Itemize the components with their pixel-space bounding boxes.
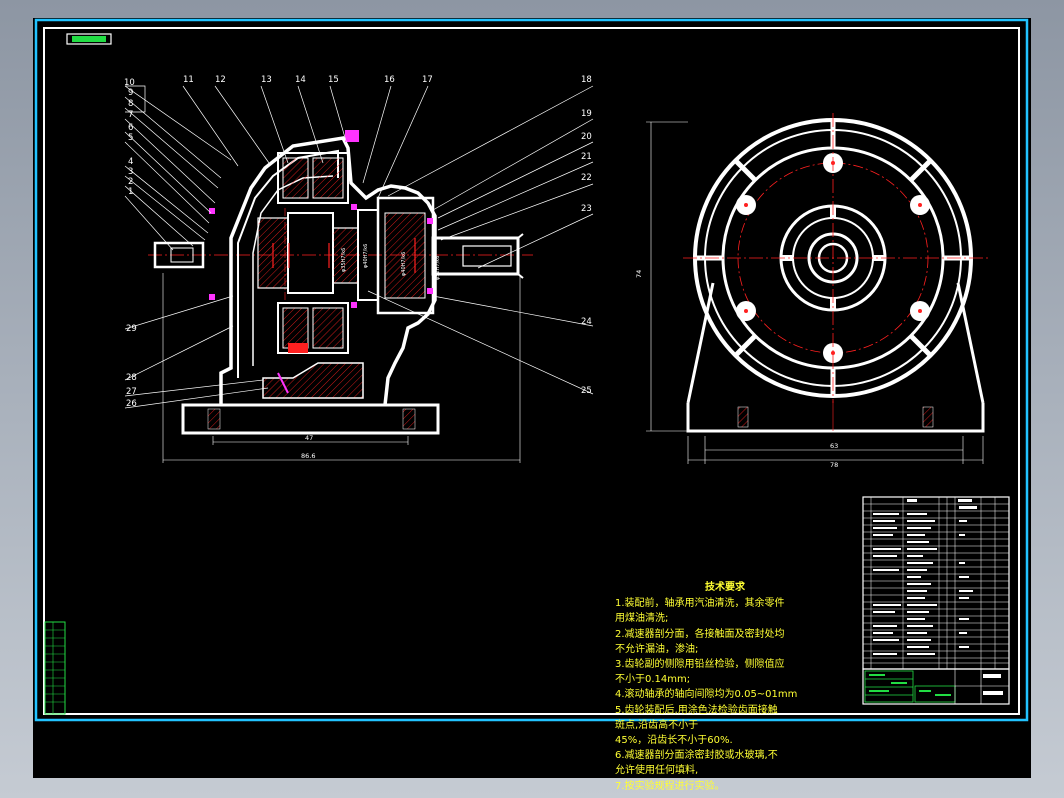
tech-requirement-line: 4.滚动轴承的轴向间隙均为0.05~01mm — [615, 689, 798, 701]
part-label: 26 — [126, 399, 137, 409]
part-label: 15 — [328, 75, 339, 85]
part-label: 16 — [384, 75, 395, 85]
drawing-canvas: φ40H7/k6 φ40H7/k6 φ52H7/k6 φ35H7/k6 47 8… — [33, 18, 1031, 792]
svg-text:φ52H7/k6: φ52H7/k6 — [435, 256, 441, 280]
tech-requirement-line: 7.按实验规程进行实验。 — [615, 780, 725, 792]
part-label: 27 — [126, 387, 137, 397]
tech-requirement-line: 用煤油清洗; — [615, 613, 669, 625]
part-label: 12 — [215, 75, 226, 85]
part-label: 9 — [128, 88, 133, 98]
part-label: 7 — [128, 110, 133, 120]
dim-right-overall: 78 — [830, 461, 838, 469]
inner-frame — [43, 27, 1020, 715]
tech-requirements-title: 技术要求 — [705, 582, 745, 593]
part-label: 20 — [581, 132, 592, 142]
tech-requirement-line: 1.装配前，轴承用汽油清洗，其余零件 — [615, 598, 785, 610]
part-label: 11 — [183, 75, 194, 85]
tech-requirement-line: 不允许漏油，渗油; — [615, 643, 699, 655]
drawing-number-box — [66, 33, 112, 45]
part-label: 18 — [581, 75, 592, 85]
svg-text:φ40H7/k6: φ40H7/k6 — [401, 252, 407, 276]
end-view: 74 63 78 — [635, 113, 988, 469]
outer-border — [34, 18, 1029, 722]
part-label: 29 — [126, 324, 137, 334]
technical-requirements: 技术要求 1.装配前，轴承用汽油清洗，其余零件 用煤油清洗; 2.减速器剖分面，… — [615, 580, 798, 794]
tech-requirement-line: 6.减速器剖分面涂密封胶或水玻璃,不 — [615, 750, 778, 762]
part-label: 21 — [581, 152, 592, 162]
part-label: 22 — [581, 173, 592, 183]
svg-text:φ35H7/k6: φ35H7/k6 — [341, 248, 347, 272]
tech-requirement-line: 2.减速器剖分面，各接触面及密封处均 — [615, 628, 785, 640]
leader-lines — [124, 85, 594, 409]
tech-requirement-line: 45%，沿齿长不小于60%. — [615, 735, 733, 747]
part-label: 19 — [581, 109, 592, 119]
tech-requirement-line: 允许使用任何填料, — [615, 765, 699, 777]
part-label: 3 — [128, 167, 133, 177]
part-label: 25 — [581, 386, 592, 396]
part-number-labels: 10 9 8 7 6 5 4 3 2 1 11 12 13 14 15 16 1… — [124, 75, 592, 409]
dim-left-inner: 47 — [305, 434, 313, 442]
part-label: 8 — [128, 99, 133, 109]
dim-left-overall: 86.6 — [301, 452, 315, 460]
part-label: 28 — [126, 373, 137, 383]
dim-right-inner: 63 — [830, 442, 838, 450]
parts-list-table — [862, 496, 1010, 705]
drawing-number-fill — [72, 36, 106, 42]
tech-requirement-line: 3.齿轮副的侧隙用铅丝检验，侧隙值应 — [615, 659, 785, 671]
part-label: 4 — [128, 157, 133, 167]
part-label: 17 — [422, 75, 433, 85]
part-label: 2 — [128, 177, 133, 187]
svg-text:φ40H7/k6: φ40H7/k6 — [363, 244, 369, 268]
part-label: 23 — [581, 204, 592, 214]
engineering-drawing: φ40H7/k6 φ40H7/k6 φ52H7/k6 φ35H7/k6 47 8… — [34, 18, 1029, 722]
part-label: 6 — [128, 123, 133, 133]
part-label: 24 — [581, 317, 592, 327]
part-label: 13 — [261, 75, 272, 85]
margin-strip — [44, 621, 66, 715]
tech-requirement-line: 斑点,沿齿高不小于 — [615, 719, 699, 731]
part-label: 14 — [295, 75, 306, 85]
part-label: 10 — [124, 78, 135, 88]
tech-requirement-line: 不小于0.14mm; — [615, 674, 691, 686]
part-label: 1 — [128, 187, 133, 197]
dim-right-height: 74 — [635, 270, 643, 278]
part-label: 5 — [128, 133, 133, 143]
section-view: φ40H7/k6 φ40H7/k6 φ52H7/k6 φ35H7/k6 47 8… — [148, 130, 533, 463]
tech-requirement-line: 5.齿轮装配后,用涂色法检验齿面接触 — [615, 704, 778, 716]
